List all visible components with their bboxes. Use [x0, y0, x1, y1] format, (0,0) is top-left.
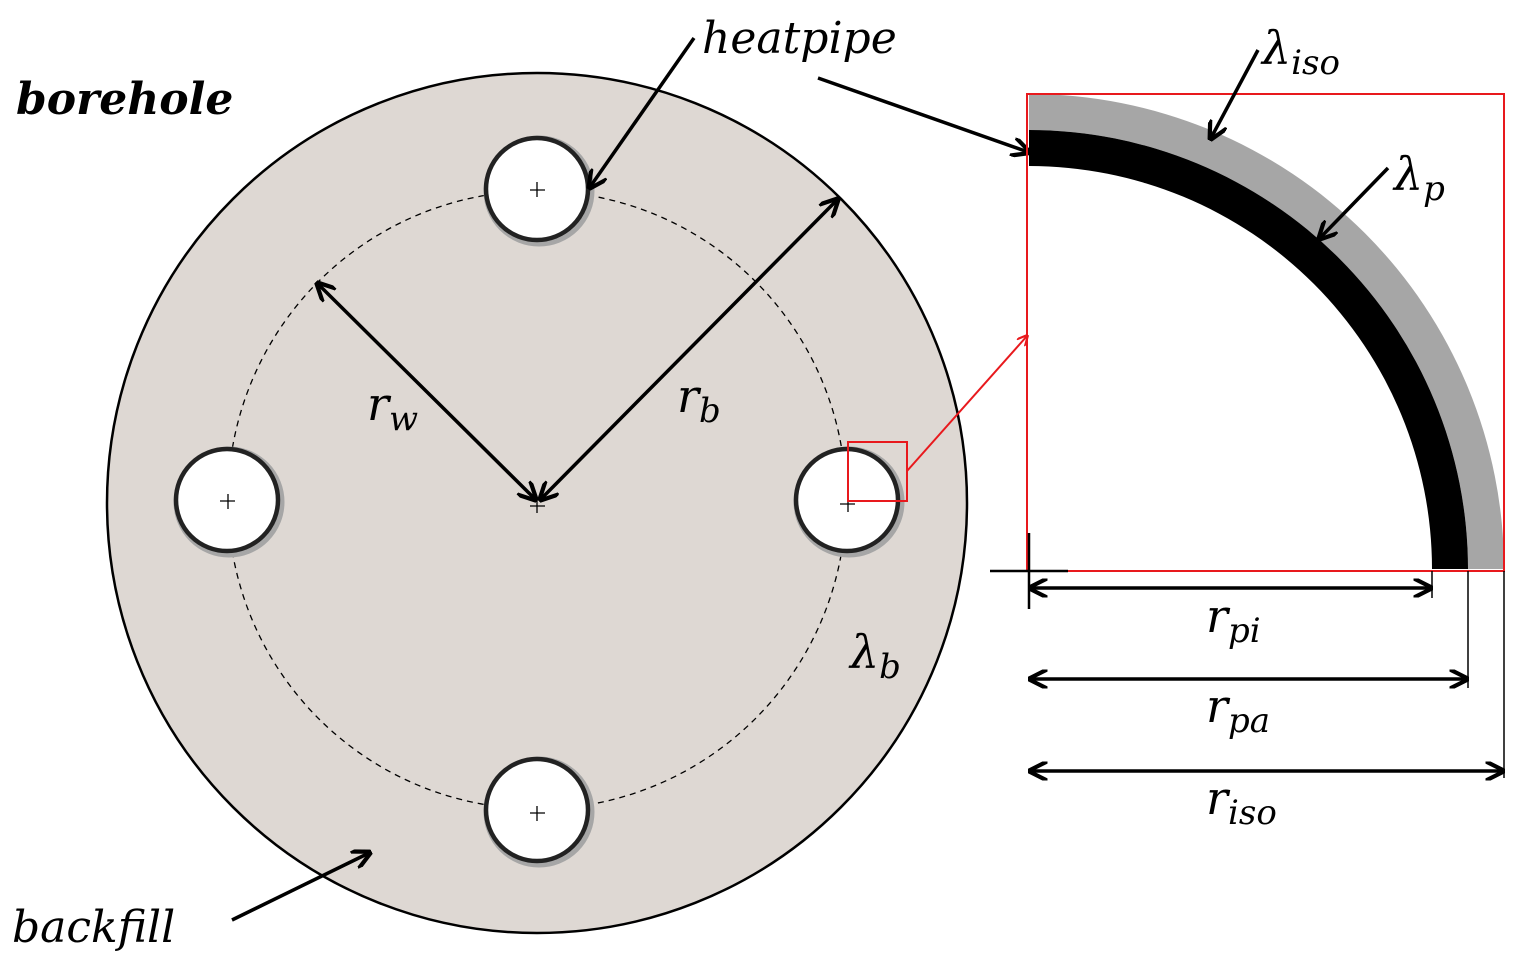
backfill-pointer-arrow	[231, 853, 369, 922]
heatpipe-pointer-arrow	[590, 36, 696, 187]
heatpipe-left	[173, 446, 285, 558]
borehole-label: borehole	[16, 74, 233, 125]
insulation-layer	[1029, 94, 1504, 569]
lambda-iso-label: λiso	[1260, 21, 1340, 83]
r-iso-label: riso	[1206, 771, 1277, 833]
rw-arrow	[318, 284, 535, 499]
r-pa-label: rpa	[1206, 679, 1270, 741]
lambda-b-label: λb	[848, 625, 901, 687]
heatpipe-detail-pointer-arrow	[817, 76, 1028, 152]
pipe-section-detail	[1029, 94, 1504, 569]
zoom-link-arrow	[906, 336, 1027, 472]
pipe-wall-layer	[1029, 130, 1468, 569]
heatpipe-bottom	[483, 756, 595, 868]
detail-frame	[1026, 93, 1505, 572]
heatpipe-label: heatpipe	[702, 13, 897, 64]
backfill-label: backfill	[12, 902, 175, 953]
rb-label: rb	[677, 369, 721, 431]
zoom-region-box	[847, 441, 908, 502]
r-pi-label: rpi	[1206, 589, 1261, 651]
heatpipe-top	[483, 135, 595, 247]
rw-label: rw	[367, 377, 418, 439]
lambda-iso-pointer-arrow	[1211, 49, 1260, 138]
lambda-p-label: λp	[1392, 147, 1445, 209]
lambda-p-pointer-arrow	[1320, 166, 1390, 238]
rb-arrow	[541, 200, 837, 499]
